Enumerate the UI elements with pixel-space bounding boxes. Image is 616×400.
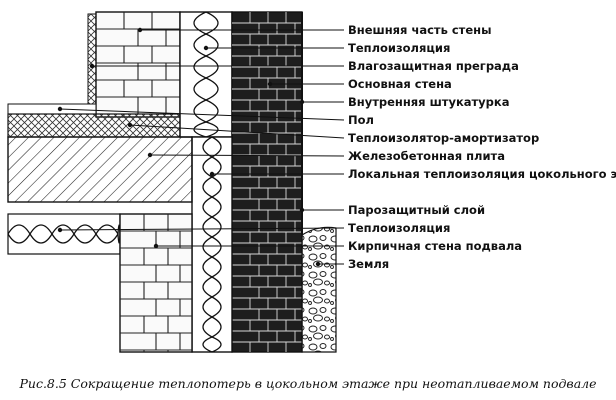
label-concrete-slab: Железобетонная плита: [348, 149, 505, 163]
local-insulation-pattern: [7, 224, 121, 244]
label-outer-wall: Внешняя часть стены: [348, 23, 491, 37]
shock-absorbing-insulation: [7, 113, 181, 138]
lower-insulation-pattern: [202, 136, 222, 353]
label-moisture-barrier: Влагозащитная преграда: [348, 59, 519, 73]
label-main-wall: Основная стена: [348, 77, 452, 91]
floor-finish: [7, 103, 97, 115]
label-ground: Земля: [348, 257, 389, 271]
main-wall: [231, 11, 303, 353]
local-basement-insulation: [7, 213, 121, 255]
label-local-insulation: Локальная теплоизоляция цокольного этажа: [348, 167, 616, 181]
label-leaders: [57, 27, 345, 267]
label-interior-plaster: Внутренняя штукатурка: [348, 95, 509, 109]
label-basement-wall: Кирпичная стена подвала: [348, 239, 522, 253]
ground: [301, 226, 337, 353]
main-wall-brick-joints: [232, 12, 302, 352]
figure-caption: Рис.8.5 Сокращение теплопотерь в цокольн…: [18, 376, 596, 391]
lower-insulation: [191, 136, 233, 353]
label-vapor-barrier: Парозащитный слой: [348, 203, 485, 217]
label-insulation: Теплоизоляция: [348, 41, 450, 55]
label-shock-absorber: Теплоизолятор-амортизатор: [348, 131, 539, 145]
upper-insulation-pattern: [193, 11, 219, 138]
label-lower-insulation: Теплоизоляция: [348, 221, 450, 235]
label-floor: Пол: [348, 113, 374, 127]
upper-insulation: [179, 11, 233, 138]
concrete-slab: [7, 136, 193, 203]
label-list: Внешняя часть стены Теплоизоляция Влагоз…: [348, 23, 616, 271]
basement-wall-brick-joints: [120, 214, 192, 352]
